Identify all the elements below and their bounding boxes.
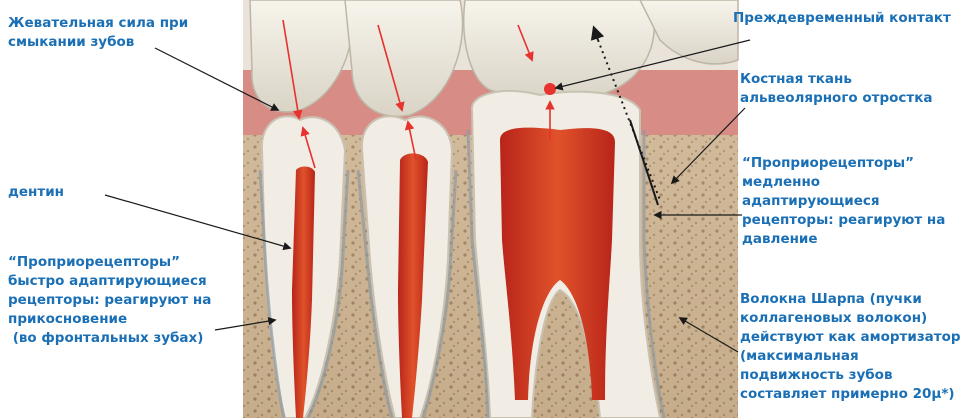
- label-chewing-force: Жевательная сила при смыкании зубов: [8, 14, 188, 52]
- label-fast-adapting-receptors: “Проприорецепторы” быстро адаптирующиеся…: [8, 253, 211, 348]
- label-sharpey-fibers: Волокна Шарпа (пучки коллагеновых волоко…: [740, 290, 961, 404]
- label-premature-contact: Преждевременный контакт: [733, 9, 951, 28]
- premature-contact-point: [544, 83, 556, 95]
- label-slow-adapting-receptors: “Проприорецепторы” медленно адаптирующие…: [742, 154, 945, 249]
- label-bone-tissue: Костная ткань альвеолярного отростка: [740, 70, 933, 108]
- label-dentin: дентин: [8, 183, 64, 202]
